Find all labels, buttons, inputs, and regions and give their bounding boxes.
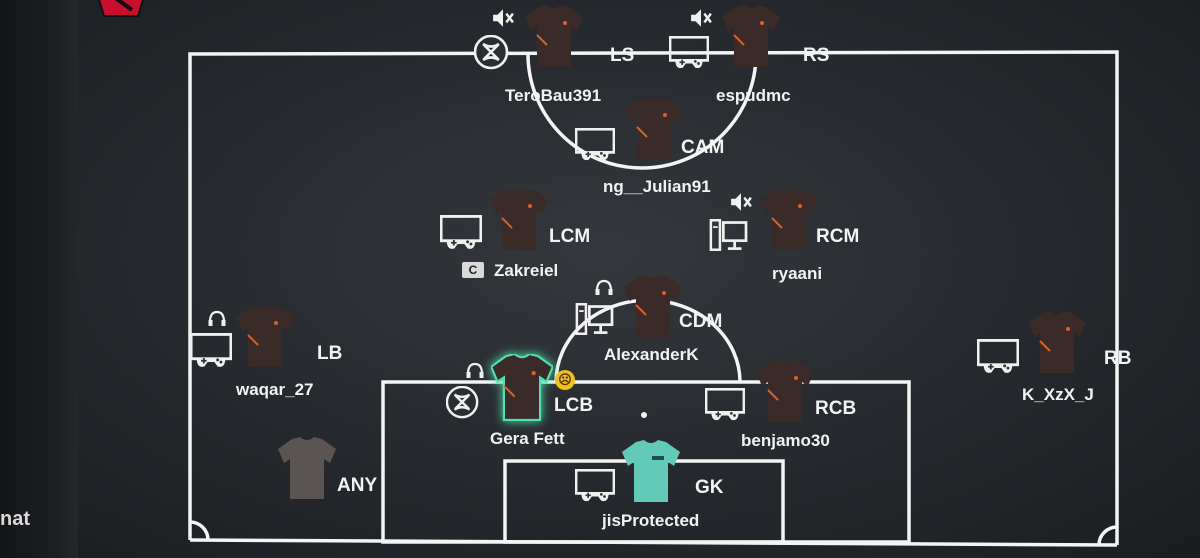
corner-arc-left [189, 520, 210, 541]
muted-icon [690, 8, 712, 28]
empty-slot-kit [278, 437, 336, 499]
player-name: K_XzX_J [1022, 385, 1094, 404]
console-controller-icon [575, 469, 615, 503]
crossplay-badge: C [462, 262, 484, 278]
position-label: LCB [554, 395, 594, 416]
corner-arc-right [1097, 525, 1118, 546]
pitch-outline [188, 50, 1119, 545]
console-controller-icon [977, 339, 1019, 375]
headset-icon [208, 310, 226, 327]
pc-icon [709, 218, 748, 252]
position-label: CDM [679, 311, 723, 332]
player-name: benjamo30 [741, 431, 830, 450]
console-controller-icon [440, 215, 482, 251]
player-name: TeroBau391 [505, 86, 602, 105]
muted-icon [492, 8, 514, 28]
position-label: ANY [337, 475, 378, 496]
player-kit [1028, 311, 1086, 373]
player-name: Zakreiel [494, 261, 559, 280]
penalty-spot [641, 412, 647, 418]
player-name: espudmc [716, 86, 791, 105]
position-label: RS [803, 45, 830, 66]
mood-icon: ☹ [555, 370, 575, 390]
player-kit [624, 275, 682, 337]
position-label: LS [610, 45, 635, 66]
headset-icon [466, 362, 484, 379]
goalkeeper-kit [622, 440, 680, 502]
headset-icon [595, 279, 613, 296]
player-kit [490, 188, 548, 250]
player-kit [525, 5, 583, 67]
position-label: LB [317, 343, 343, 364]
screen-bezel: nat [0, 0, 78, 558]
player-name: jisProtected [602, 511, 700, 530]
console-controller-icon [190, 333, 232, 369]
selected-player-kit [491, 354, 553, 421]
muted-icon [730, 192, 752, 212]
xbox-icon [474, 35, 509, 70]
player-name: ng__Julian91 [603, 177, 711, 196]
position-label: GK [695, 477, 724, 498]
player-kit [760, 188, 818, 250]
position-label: RCB [815, 398, 857, 419]
player-name: waqar_27 [236, 380, 314, 399]
console-controller-icon [705, 388, 745, 422]
player-name: ryaani [772, 264, 823, 283]
player-kit [756, 360, 814, 422]
player-name: AlexanderK [604, 345, 699, 364]
club-crest-logo [98, 0, 144, 17]
pc-icon [575, 302, 614, 336]
position-label: LCM [549, 226, 591, 247]
cut-off-text: nat [0, 508, 30, 530]
player-kit [625, 97, 683, 159]
xbox-icon [446, 386, 479, 419]
position-label: CAM [681, 137, 725, 158]
player-kit [236, 305, 294, 367]
position-label: RCM [816, 226, 860, 247]
center-circle-arc [526, 53, 758, 170]
player-kit [722, 5, 780, 67]
console-controller-icon [575, 128, 615, 162]
position-label: RB [1104, 348, 1132, 369]
console-controller-icon [669, 36, 709, 70]
player-name: Gera Fett [490, 429, 565, 448]
